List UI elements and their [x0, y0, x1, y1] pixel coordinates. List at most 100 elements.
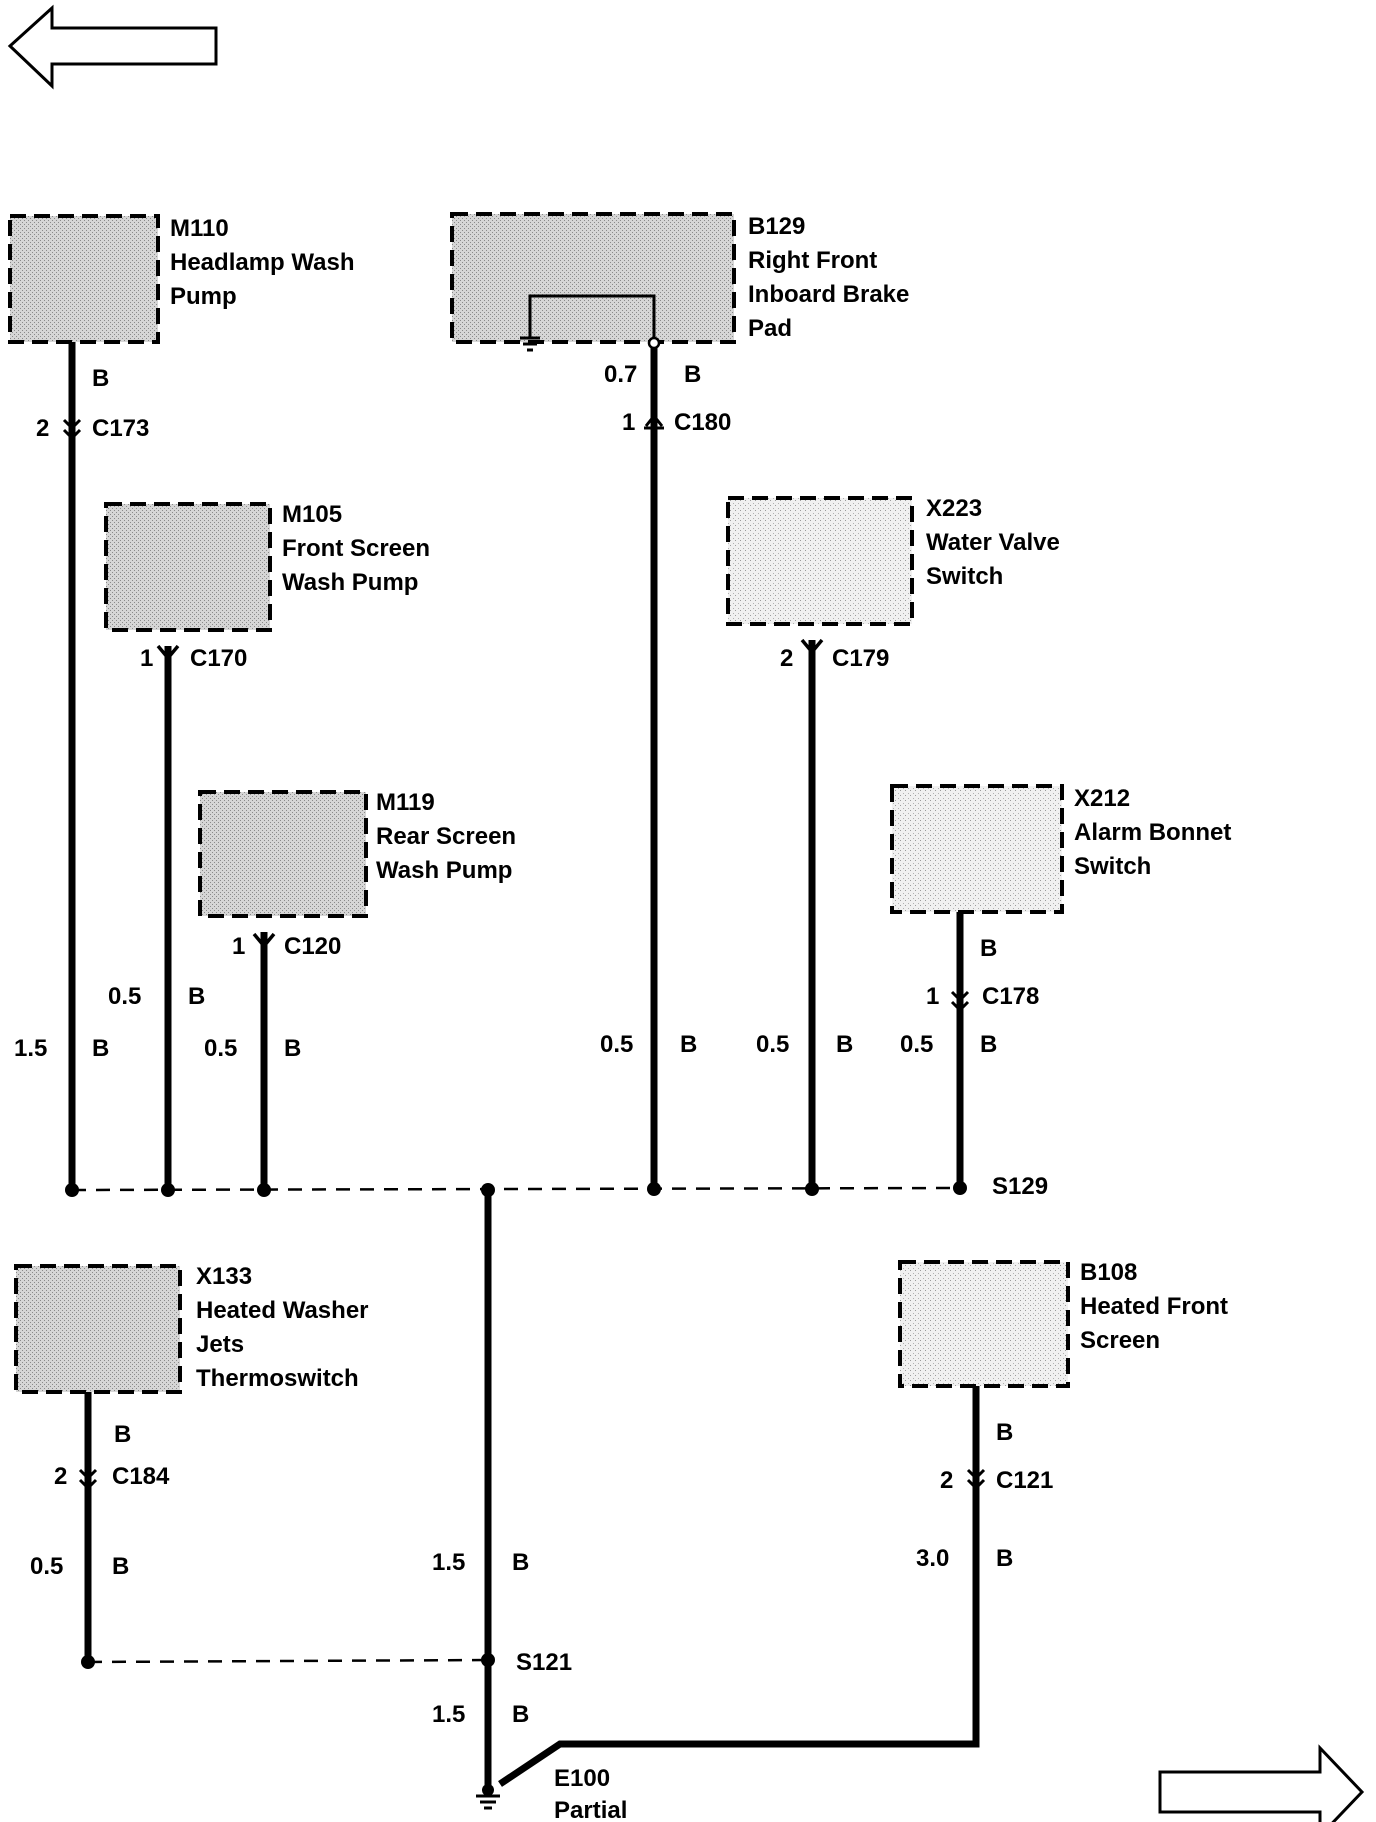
wire-size-s129-s121: 1.5 — [432, 1549, 465, 1576]
component-x223-name-1: Water Valve — [926, 529, 1060, 556]
wire-size-b108: 3.0 — [916, 1545, 949, 1572]
right-arrow-icon[interactable] — [1158, 1744, 1365, 1822]
wire-color-label: B — [512, 1549, 529, 1576]
component-m105: M105 Front Screen Wash Pump — [104, 501, 430, 632]
connector-c170-id: C170 — [190, 645, 247, 672]
connector-c179-symbol — [800, 638, 824, 655]
wire-size-b129: 0.5 — [600, 1031, 633, 1058]
splice-node — [647, 1182, 661, 1196]
component-b108: B108 Heated Front Screen — [898, 1259, 1228, 1388]
connector-c179-pin: 2 — [780, 645, 793, 672]
component-b129: B129 Right Front Inboard Brake Pad — [450, 212, 909, 352]
wire-color-label: B — [680, 1031, 697, 1058]
component-x133-name-2: Jets — [196, 1331, 244, 1358]
wire-size-m110: 1.5 — [14, 1035, 47, 1062]
component-m119-name-2: Wash Pump — [376, 857, 512, 884]
wire-color-label: B — [92, 365, 109, 392]
wire-color-label: B — [114, 1421, 131, 1448]
wire-color-label: B — [512, 1701, 529, 1728]
component-m110-name-2: Pump — [170, 283, 237, 310]
connector-c184-pin: 2 — [54, 1463, 67, 1490]
connector-c178-symbol — [950, 990, 970, 1013]
connector-c120-pin: 1 — [232, 933, 245, 960]
component-m110-name-1: Headlamp Wash — [170, 249, 355, 276]
splice-bus-s121 — [87, 1658, 489, 1664]
component-x133-name-1: Heated Washer — [196, 1297, 369, 1324]
component-b129-name-2: Inboard Brake — [748, 281, 909, 308]
wire-color-label: B — [284, 1035, 301, 1062]
connector-c173-symbol — [62, 418, 82, 441]
connector-c180-id: C180 — [674, 409, 731, 436]
component-x212: X212 Alarm Bonnet Switch — [890, 784, 1231, 914]
wire-color-label: B — [92, 1035, 109, 1062]
wire-size-m119: 0.5 — [204, 1035, 237, 1062]
component-x212-name-1: Alarm Bonnet — [1074, 819, 1231, 846]
splice-node — [481, 1653, 495, 1667]
splice-node — [805, 1182, 819, 1196]
wire-b108 — [498, 1386, 980, 1787]
connector-c120-id: C120 — [284, 933, 341, 960]
component-m119-id: M119 — [376, 789, 435, 816]
connector-c178-pin: 1 — [926, 983, 939, 1010]
component-x133-id: X133 — [196, 1263, 252, 1290]
ground-e100-id: E100 — [554, 1765, 610, 1792]
component-x212-name-2: Switch — [1074, 853, 1151, 880]
left-arrow-icon[interactable] — [7, 4, 218, 90]
wire-color-label: B — [996, 1419, 1013, 1446]
connector-c121-pin: 2 — [940, 1467, 953, 1494]
component-x223-id: X223 — [926, 495, 982, 522]
wire-size-m105: 0.5 — [108, 983, 141, 1010]
component-x133: X133 Heated Washer Jets Thermoswitch — [14, 1263, 369, 1394]
component-m119: M119 Rear Screen Wash Pump — [198, 789, 516, 918]
connector-c173-id: C173 — [92, 415, 149, 442]
component-m119-name-1: Rear Screen — [376, 823, 516, 850]
connector-c170-symbol — [156, 644, 180, 661]
connector-c121-symbol — [966, 1468, 986, 1491]
wire-color-label: B — [996, 1545, 1013, 1572]
wire-size-x212: 0.5 — [900, 1031, 933, 1058]
component-x223: X223 Water Valve Switch — [726, 495, 1060, 626]
wire-color-label: B — [836, 1031, 853, 1058]
wire-color-label: B — [980, 935, 997, 962]
ground-e100-note: Partial — [554, 1797, 627, 1822]
component-m105-name-1: Front Screen — [282, 535, 430, 562]
component-b108-id: B108 — [1080, 1259, 1137, 1286]
component-m110: M110 Headlamp Wash Pump — [8, 214, 355, 344]
splice-node — [65, 1183, 79, 1197]
connector-c179-id: C179 — [832, 645, 889, 672]
connector-c184-symbol — [78, 1468, 98, 1491]
connector-c170-pin: 1 — [140, 645, 153, 672]
splice-s129-label: S129 — [992, 1173, 1048, 1200]
connector-c180-symbol — [644, 413, 664, 430]
wire-color-label: B — [684, 361, 701, 388]
wire-size-b129-upper: 0.7 — [604, 361, 637, 388]
splice-s121-label: S121 — [516, 1649, 572, 1676]
splice-bus-s129 — [71, 1186, 961, 1192]
component-b129-id: B129 — [748, 213, 805, 240]
wire-color-label: B — [980, 1031, 997, 1058]
wire-size-x133: 0.5 — [30, 1553, 63, 1580]
connector-c121-id: C121 — [996, 1467, 1053, 1494]
component-b108-name-2: Screen — [1080, 1327, 1160, 1354]
connector-c120-symbol — [252, 932, 276, 949]
component-m105-name-2: Wash Pump — [282, 569, 418, 596]
ground-icon — [476, 1784, 500, 1810]
component-x133-name-3: Thermoswitch — [196, 1365, 359, 1392]
component-b108-name-1: Heated Front — [1080, 1293, 1228, 1320]
connector-c178-id: C178 — [982, 983, 1039, 1010]
component-x212-id: X212 — [1074, 785, 1130, 812]
wire-color-label: B — [188, 983, 205, 1010]
wire-color-label: B — [112, 1553, 129, 1580]
connector-c173-pin: 2 — [36, 415, 49, 442]
wire-size-s121-e100: 1.5 — [432, 1701, 465, 1728]
connector-c184-id: C184 — [112, 1463, 170, 1490]
wire-size-x223: 0.5 — [756, 1031, 789, 1058]
splice-node — [481, 1183, 495, 1197]
connector-c180-pin: 1 — [622, 409, 635, 436]
component-b129-name-3: Pad — [748, 315, 792, 342]
splice-node — [161, 1183, 175, 1197]
splice-node — [81, 1655, 95, 1669]
component-b129-name-1: Right Front — [748, 247, 877, 274]
component-x223-name-2: Switch — [926, 563, 1003, 590]
component-m110-id: M110 — [170, 215, 229, 242]
